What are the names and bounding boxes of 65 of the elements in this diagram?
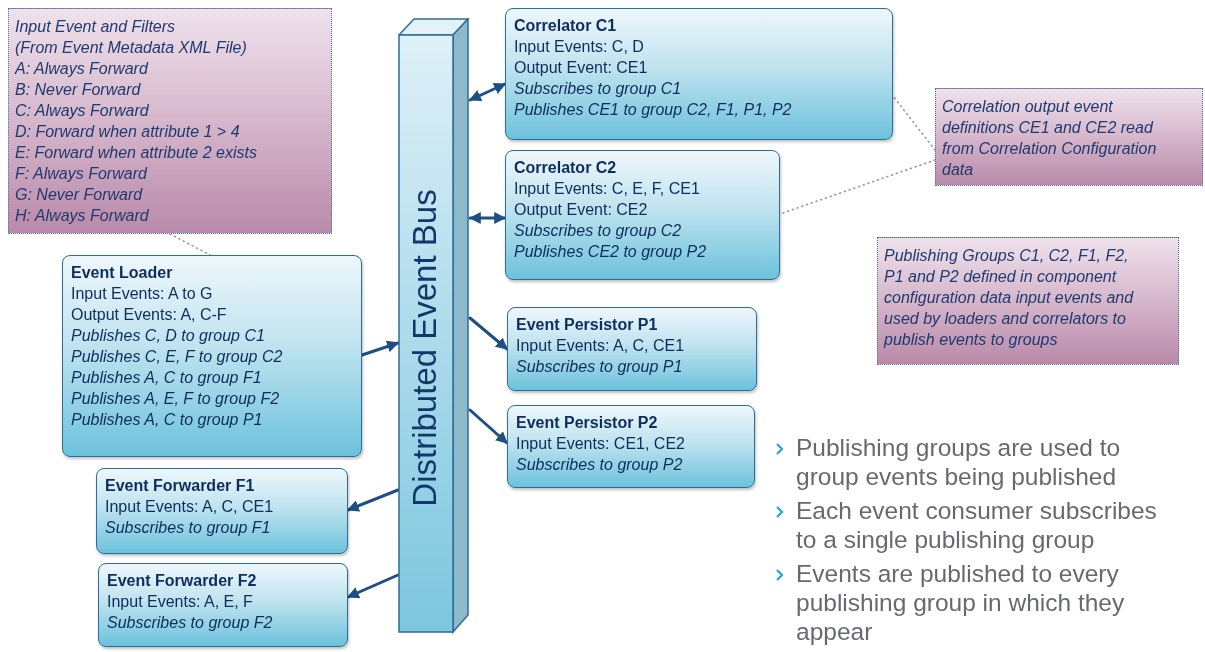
component-detail: Subscribes to group C2	[514, 221, 683, 241]
component-detail: Publishes CE1 to group C2, F1, P1, P2	[514, 100, 793, 120]
note-box	[8, 8, 332, 234]
component-detail: Input Events: A to G	[71, 284, 214, 304]
component-detail: Publishes A, C to group F1	[71, 368, 263, 388]
arrow	[468, 212, 507, 224]
component-title: Correlator C2	[514, 158, 618, 178]
bullet-text: Events are published to every publishing group in which they appear	[796, 559, 1126, 646]
arrow	[468, 316, 509, 351]
component-detail: Subscribes to group F1	[105, 518, 272, 538]
note-text: C: Always Forward	[15, 101, 150, 121]
bullet-text: Publishing groups are used to group events being published	[796, 433, 1122, 491]
component-title: Event Loader	[71, 263, 174, 283]
note-text: Publishing Groups C1, C2, F1, F2, P1 and P2 defined in component configuration data input events and used by loaders and correlators to publish events to groups	[884, 246, 1135, 350]
arrow	[468, 408, 509, 445]
component-title: Event Persistor P2	[516, 413, 659, 433]
component-detail: Publishes A, C to group P1	[71, 410, 264, 430]
component-detail: Input Events: A, E, F	[107, 592, 254, 612]
leader-line	[779, 159, 936, 215]
note-text: F: Always Forward	[15, 164, 149, 184]
component-title: Event Persistor P1	[516, 315, 659, 335]
note-box	[877, 237, 1179, 365]
arrow	[346, 488, 400, 512]
component-detail: Publishes A, E, F to group F2	[71, 389, 281, 409]
component-title: Event Forwarder F1	[105, 476, 256, 496]
arrow	[346, 573, 400, 599]
note-text: G: Never Forward	[15, 185, 144, 205]
note-text: D: Forward when attribute 1 > 4	[15, 122, 241, 142]
component-title: Event Forwarder F2	[107, 571, 258, 591]
component-detail: Publishes C, D to group C1	[71, 326, 266, 346]
note-text: Input Event and Filters	[15, 17, 177, 37]
component-detail: Input Events: A, C, CE1	[516, 336, 686, 356]
note-text: H: Always Forward	[15, 206, 150, 226]
component-box	[505, 150, 780, 280]
bus-label: Distributed Event Bus	[406, 189, 444, 507]
component-detail: Subscribes to group P1	[516, 357, 684, 377]
component-detail: Subscribes to group C1	[514, 79, 683, 99]
note-text: Correlation output event definitions CE1 and CE2 read from Correlation Configuration data	[942, 97, 1158, 180]
component-detail: Input Events: C, E, F, CE1	[514, 179, 701, 199]
component-detail: Subscribes to group F2	[107, 613, 274, 633]
component-detail: Input Events: CE1, CE2	[516, 434, 686, 454]
leader-line	[892, 95, 936, 151]
component-detail: Input Events: C, D	[514, 37, 645, 57]
component-box	[62, 255, 362, 457]
component-box	[505, 8, 893, 140]
component-detail: Subscribes to group P2	[516, 455, 684, 475]
component-detail: Input Events: A, C, CE1	[105, 497, 275, 517]
component-detail: Publishes CE2 to group P2	[514, 242, 708, 262]
note-text: (From Event Metadata XML File)	[15, 38, 248, 58]
arrow	[468, 82, 507, 102]
component-box	[96, 468, 348, 554]
component-box	[507, 405, 755, 488]
component-detail: Output Events: A, C-F	[71, 305, 228, 325]
component-title: Correlator C1	[514, 16, 618, 36]
note-box	[935, 88, 1203, 186]
component-box	[98, 563, 348, 647]
note-text: E: Forward when attribute 2 exists	[15, 143, 258, 163]
component-box	[507, 307, 757, 391]
arrow	[360, 340, 400, 357]
note-text: B: Never Forward	[15, 80, 142, 100]
bullet-text: Each event consumer subscribes to a single publishing group	[796, 496, 1158, 554]
note-text: A: Always Forward	[15, 59, 150, 79]
component-detail: Output Event: CE2	[514, 200, 649, 220]
component-detail: Output Event: CE1	[514, 58, 649, 78]
component-detail: Publishes C, E, F to group C2	[71, 347, 284, 367]
